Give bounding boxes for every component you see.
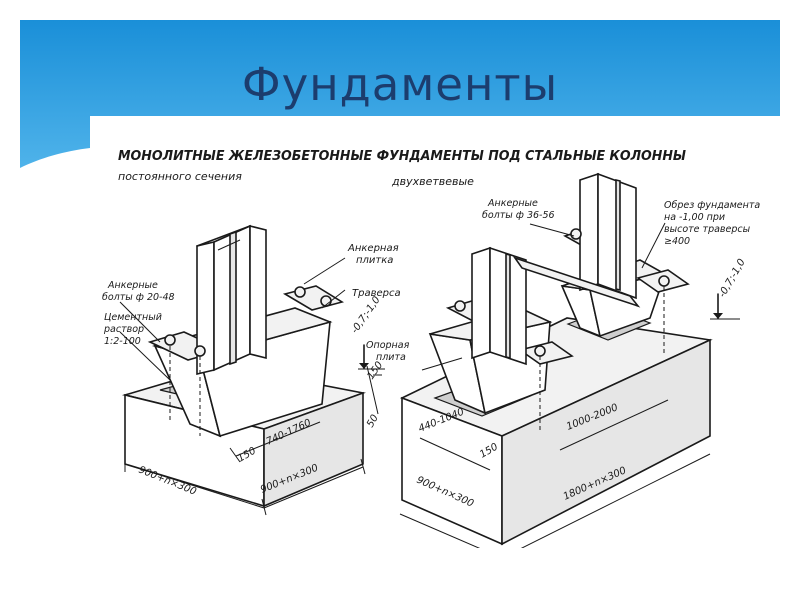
label-traverse: Траверса [352,288,401,299]
label-level-left: -0,7;-1,0 [349,295,382,336]
dim-left-50: 50 [365,413,381,430]
label-anchor-bolts-left: Анкерные болты ф 20-48 [102,280,175,303]
label-level-right: -0,7;-1,0 [717,257,748,299]
label-anchor-bolts-right: Анкерные болты ф 36-56 [482,198,555,221]
left-foundation: Анкерная плитка Траверса Анкерные болты … [102,224,402,516]
right-foundation: Анкерные болты ф 36-56 Обрез фундамента … [366,172,763,548]
label-support-plate: Опорная плита [366,340,412,363]
figure-subheading-right: двухветвевые [391,175,474,188]
slide-title: Фундаменты [241,58,559,111]
label-anchor-plate: Анкерная плитка [347,243,402,266]
label-cement-mortar: Цементный раствор 1:2-100 [103,312,165,347]
title-banner [20,20,780,168]
figure-subheading-left: постоянного сечения [118,170,242,183]
label-foundation-trim: Обрез фундамента на -1,00 при высоте тра… [664,200,763,247]
foundation-drawing: МОНОЛИТНЫЕ ЖЕЛЕЗОБЕТОННЫЕ ФУНДАМЕНТЫ ПОД… [90,118,780,548]
figure-heading: МОНОЛИТНЫЕ ЖЕЛЕЗОБЕТОННЫЕ ФУНДАМЕНТЫ ПОД… [118,149,686,164]
